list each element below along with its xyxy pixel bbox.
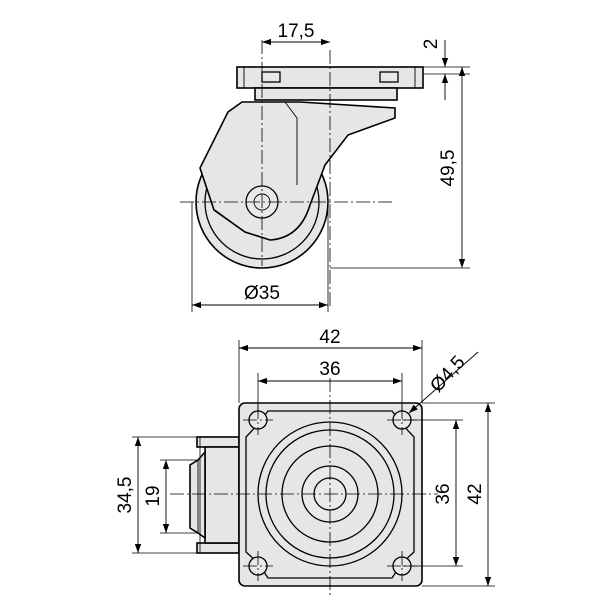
fork-bottom-stub	[196, 542, 240, 554]
bottom-view: 42 36 Ø4,5 42 36 34,5 19	[115, 327, 495, 598]
dim-total-height: 49,5	[438, 150, 459, 187]
fork-horn	[199, 101, 396, 241]
fork-body-bottom	[204, 446, 240, 544]
dim-hole-spacing-x: 36	[319, 359, 340, 380]
dim-wheel-width: 19	[143, 485, 164, 506]
dim-hole-diameter: Ø4,5	[426, 352, 469, 397]
dim-plate-height: 42	[465, 483, 486, 504]
plate-screw-head-left	[261, 71, 281, 83]
dim-wheel-diameter: Ø35	[244, 283, 280, 304]
plate-inner-outline	[245, 410, 415, 579]
dim-plate-width: 42	[319, 327, 340, 348]
wheel-bottom-profile	[189, 449, 206, 540]
dim-plate-thickness: 2	[421, 39, 442, 50]
swivel-raceway	[254, 87, 398, 101]
fork-top-stub	[196, 436, 240, 448]
dim-top-plate-offset: 17,5	[278, 21, 315, 42]
side-view: 17,5 2 49,5 Ø35	[180, 21, 470, 312]
plate-screw-head-right	[379, 71, 399, 83]
hole-diameter-leader	[408, 351, 479, 414]
dim-caster-length: 34,5	[115, 477, 136, 514]
dim-hole-spacing-y: 36	[433, 483, 454, 504]
